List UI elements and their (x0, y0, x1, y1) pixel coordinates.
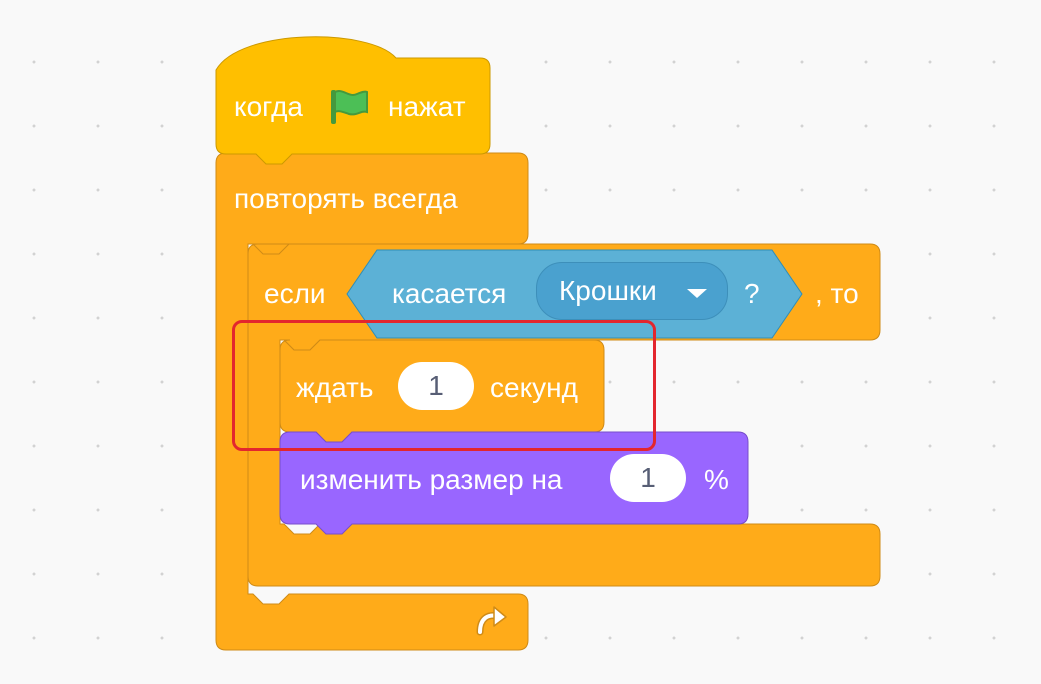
wait-unit-label: секунд (490, 372, 578, 403)
wait-label: ждать (296, 372, 374, 403)
touching-question-mark: ? (744, 278, 760, 309)
green-flag-icon (331, 90, 368, 124)
dropdown-arrow-icon (687, 289, 707, 298)
highlight-frame (232, 320, 656, 451)
touching-label: касается (392, 278, 507, 309)
wait-seconds-input[interactable]: 1 (398, 362, 474, 410)
forever-label: повторять всегда (234, 183, 458, 214)
when-flag-label: когда (234, 91, 304, 122)
change-size-input[interactable]: 1 (610, 454, 686, 502)
forever-block[interactable] (215, 152, 529, 651)
change-size-label: изменить размер на (300, 464, 563, 495)
when-flag-clicked-suffix: нажат (388, 91, 466, 122)
sprite-dropdown-value: Крошки (559, 275, 657, 306)
then-label: , то (815, 278, 859, 309)
if-label: если (264, 278, 326, 309)
sprite-dropdown[interactable]: Крошки (536, 262, 728, 320)
percent-unit-label: % (704, 464, 729, 495)
loop-arrow-icon (476, 606, 507, 636)
